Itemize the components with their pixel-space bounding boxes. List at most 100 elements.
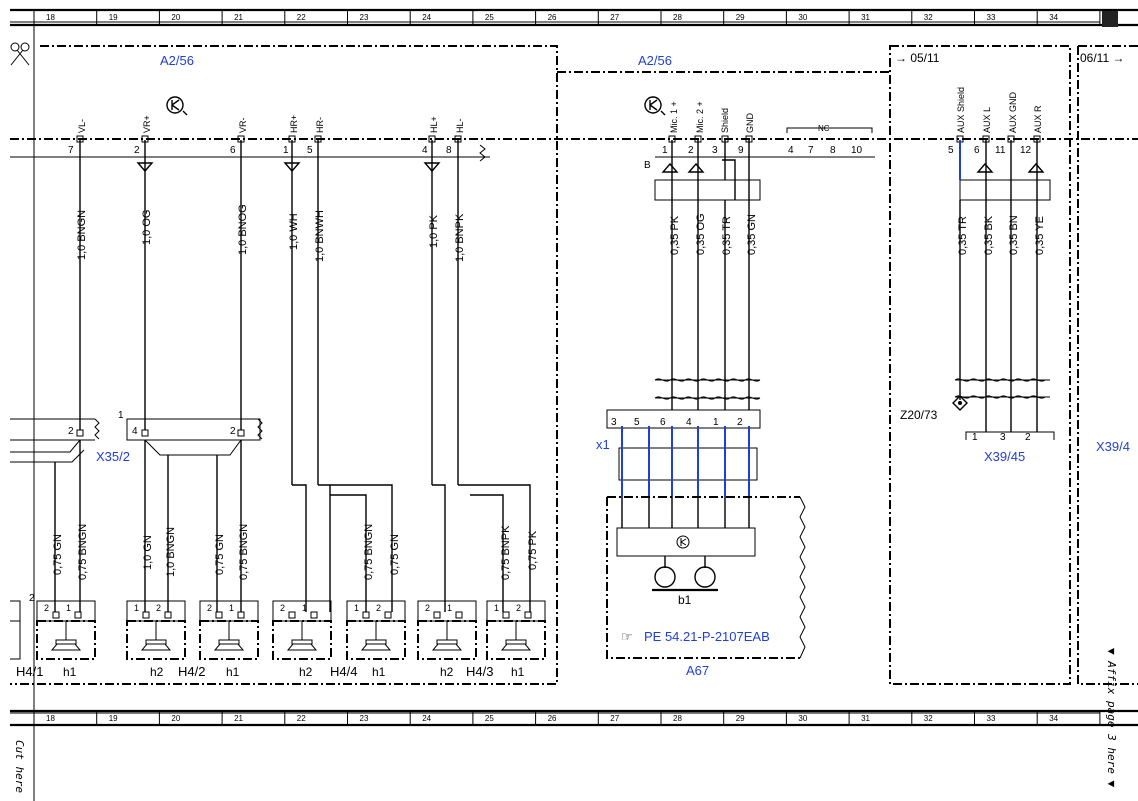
break-mark: [479, 144, 486, 162]
pin-label: HR+: [289, 115, 299, 133]
x1-pin: 2: [737, 417, 743, 428]
module-label-left: A2/56: [160, 53, 194, 68]
speaker-terminal: [142, 611, 150, 619]
pe-ref-icon: ☞: [621, 629, 633, 644]
pin-number: 4: [422, 145, 428, 156]
speaker-pin: 2: [156, 603, 161, 613]
speaker-h1: h1: [372, 665, 386, 679]
a67-break: [799, 496, 806, 659]
aux-frame-right: [1077, 45, 1138, 685]
pin-label: AUX Shield: [956, 87, 966, 133]
x39-pin: 2: [1025, 432, 1031, 443]
amplifier-icon: [644, 96, 666, 116]
ruler-number: 19: [109, 714, 118, 723]
speaker-terminal: [433, 611, 441, 619]
a67-frame: [606, 496, 800, 659]
pin-number: 7: [808, 145, 814, 156]
pin-label: VR-: [238, 117, 248, 133]
wire-label: 1,0 PK: [428, 214, 440, 248]
wire-label: 0,35 OG: [695, 213, 707, 255]
speaker-h1: h1: [511, 665, 525, 679]
pe-reference[interactable]: PE 54.21-P-2107EAB: [644, 629, 770, 644]
connector-x35-2: 2 1 4 2 X35/2: [10, 410, 263, 464]
wire-label: 1,0 BNOG: [237, 204, 249, 255]
module-label-right: A2/56: [638, 53, 672, 68]
pin-number: 4: [788, 145, 794, 156]
amplifier-icon: [166, 96, 188, 116]
ruler-number: 20: [171, 714, 180, 723]
speaker-h2: h2: [299, 665, 313, 679]
wire-group-left: [79, 140, 459, 485]
pin-label: Mic. 1 +: [669, 101, 679, 133]
pin-label: AUX L: [982, 107, 992, 133]
pin-label: Shield: [720, 108, 730, 133]
x1-pin: 3: [611, 417, 617, 428]
z20-73-label: Z20/73: [900, 408, 938, 422]
wire-label: 0,35 TR: [721, 216, 733, 255]
wire-label: 0,35 TR: [957, 216, 969, 255]
ruler-number: 34: [1049, 13, 1058, 22]
ruler-number: 26: [548, 13, 557, 22]
speaker-terminal: [52, 611, 60, 619]
ref-06-11: 06/11 →: [1080, 51, 1124, 65]
speaker-pin: 1: [494, 603, 499, 613]
speaker-terminal: [74, 611, 82, 619]
pin-number: 11: [995, 145, 1006, 156]
pin-number: 1: [283, 145, 289, 156]
ruler-number: 24: [422, 13, 431, 22]
terminal-b-label: B: [644, 160, 651, 171]
ruler-number: 23: [360, 714, 369, 723]
pin-number: 12: [1020, 145, 1032, 156]
ruler-number: 30: [798, 13, 807, 22]
ruler-number: 22: [297, 714, 306, 723]
pin-label: VL-: [77, 119, 87, 133]
x35-2-label: X35/2: [96, 449, 130, 464]
wire-label: 0,75 BNGN: [77, 524, 89, 580]
speaker-terminal: [310, 611, 318, 619]
speaker-pin: 2: [425, 603, 430, 613]
ruler-number: 29: [736, 714, 745, 723]
speaker-terminal: [455, 611, 463, 619]
pin-label: HL+: [429, 116, 439, 133]
ruler-number: 21: [234, 13, 243, 22]
speaker-terminal: [524, 611, 532, 619]
ruler-number: 26: [548, 714, 557, 723]
ruler-number: 27: [610, 714, 619, 723]
x35-pin: 4: [132, 426, 138, 437]
speaker-h2: h2: [150, 665, 164, 679]
ruler-number: 22: [297, 13, 306, 22]
ruler-number: 25: [485, 13, 494, 22]
x35-pin: 2: [230, 426, 236, 437]
wire-label: 1,0 GN: [142, 535, 154, 570]
x35-pin: 2: [68, 426, 74, 437]
speaker-pin: 2: [376, 603, 381, 613]
speaker-pin: 2: [516, 603, 521, 613]
ruler-number: 32: [924, 714, 933, 723]
speaker-h2: h2: [440, 665, 454, 679]
x39-45-label: X39/45: [984, 449, 1025, 464]
wire-label: 0,75 BNGN: [363, 524, 375, 580]
wire-label: 1,0 BNGN: [165, 527, 177, 577]
speaker-terminal: [288, 611, 296, 619]
ruler-number: 30: [798, 714, 807, 723]
b1-label: b1: [678, 593, 692, 607]
scissors-icon: [10, 42, 30, 66]
pin-label: HL-: [455, 118, 465, 133]
cut-here-note: Cut here: [13, 740, 26, 793]
ruler-number: 24: [422, 714, 431, 723]
pin-number: 5: [948, 145, 954, 156]
pin-label: HR-: [315, 117, 325, 133]
wire-label: 1,0 BNPK: [454, 213, 466, 262]
x35-pin: 1: [118, 410, 124, 421]
pin-number: 1: [662, 145, 668, 156]
speaker-pin: 1: [229, 603, 234, 613]
blue-wires-x1: [621, 426, 750, 497]
wire-label: 1,0 OG: [141, 210, 153, 245]
ruler-number: 25: [485, 714, 494, 723]
speaker-h1: h1: [63, 665, 77, 679]
pin-number: 8: [830, 145, 836, 156]
